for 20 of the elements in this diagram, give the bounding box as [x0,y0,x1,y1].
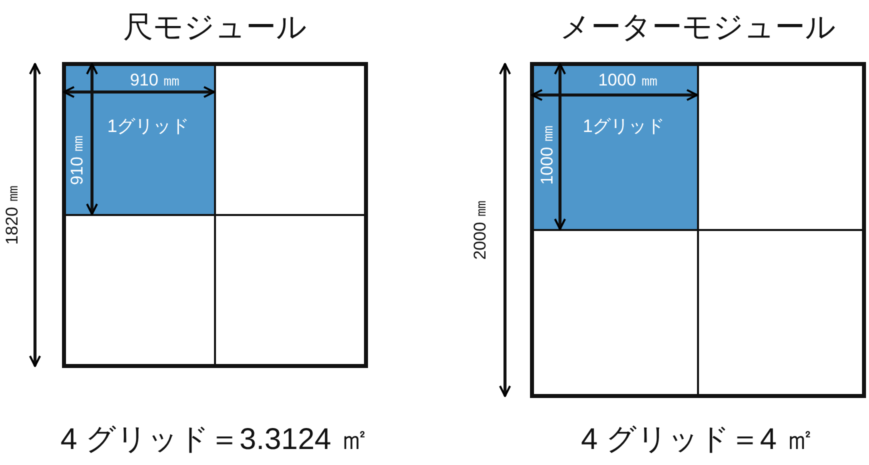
dimension-label: 1000 ㎜ [536,125,558,185]
dimension-label: 910 ㎜ [66,134,88,186]
grid-title: メーターモジュール [560,10,836,46]
grid-cell [533,230,698,395]
area-formula: 4 グリッド＝3.3124 ㎡ [60,422,370,458]
grid-cell [698,65,863,230]
grid-cell [215,65,365,215]
grid-cell [65,215,215,365]
dimension-label: 2000 ㎜ [470,200,490,260]
dimension-label: 1820 ㎜ [2,185,22,245]
grid-cell [65,65,215,215]
cell-label: 1グリッド [582,115,665,138]
dimension-label: 910 ㎜ [130,70,180,92]
grid-cell [698,230,863,395]
cell-label: 1グリッド [107,115,190,138]
dimension-label: 1000 ㎜ [598,70,658,92]
grid-cell [533,65,698,230]
grid-title: 尺モジュール [123,10,307,46]
grid-cell [215,215,365,365]
area-formula: 4 グリッド＝4 ㎡ [580,422,816,458]
